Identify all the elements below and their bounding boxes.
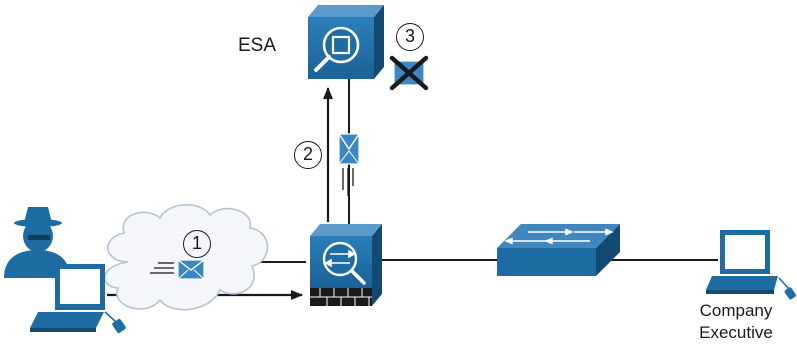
cloud-icon [103, 204, 269, 311]
step-2-marker: 2 [294, 141, 322, 169]
step-1-marker: 1 [183, 230, 211, 258]
laptop-icon[interactable] [30, 264, 127, 334]
executive-label-line2: Executive [699, 323, 773, 342]
step-3-marker: 3 [396, 23, 424, 51]
firewall-icon[interactable] [310, 224, 382, 306]
esa-label: ESA [238, 35, 277, 56]
blocked-email-icon [389, 55, 429, 91]
executive-label: Company Executive [694, 300, 778, 344]
email-envelope-icon [338, 133, 360, 196]
switch-icon[interactable] [497, 224, 620, 276]
email-envelope-icon [150, 259, 205, 280]
executive-label-line1: Company [699, 301, 773, 320]
laptop-icon[interactable] [706, 230, 797, 300]
attacker-icon [4, 207, 70, 278]
email-security-appliance-icon[interactable] [308, 5, 384, 79]
